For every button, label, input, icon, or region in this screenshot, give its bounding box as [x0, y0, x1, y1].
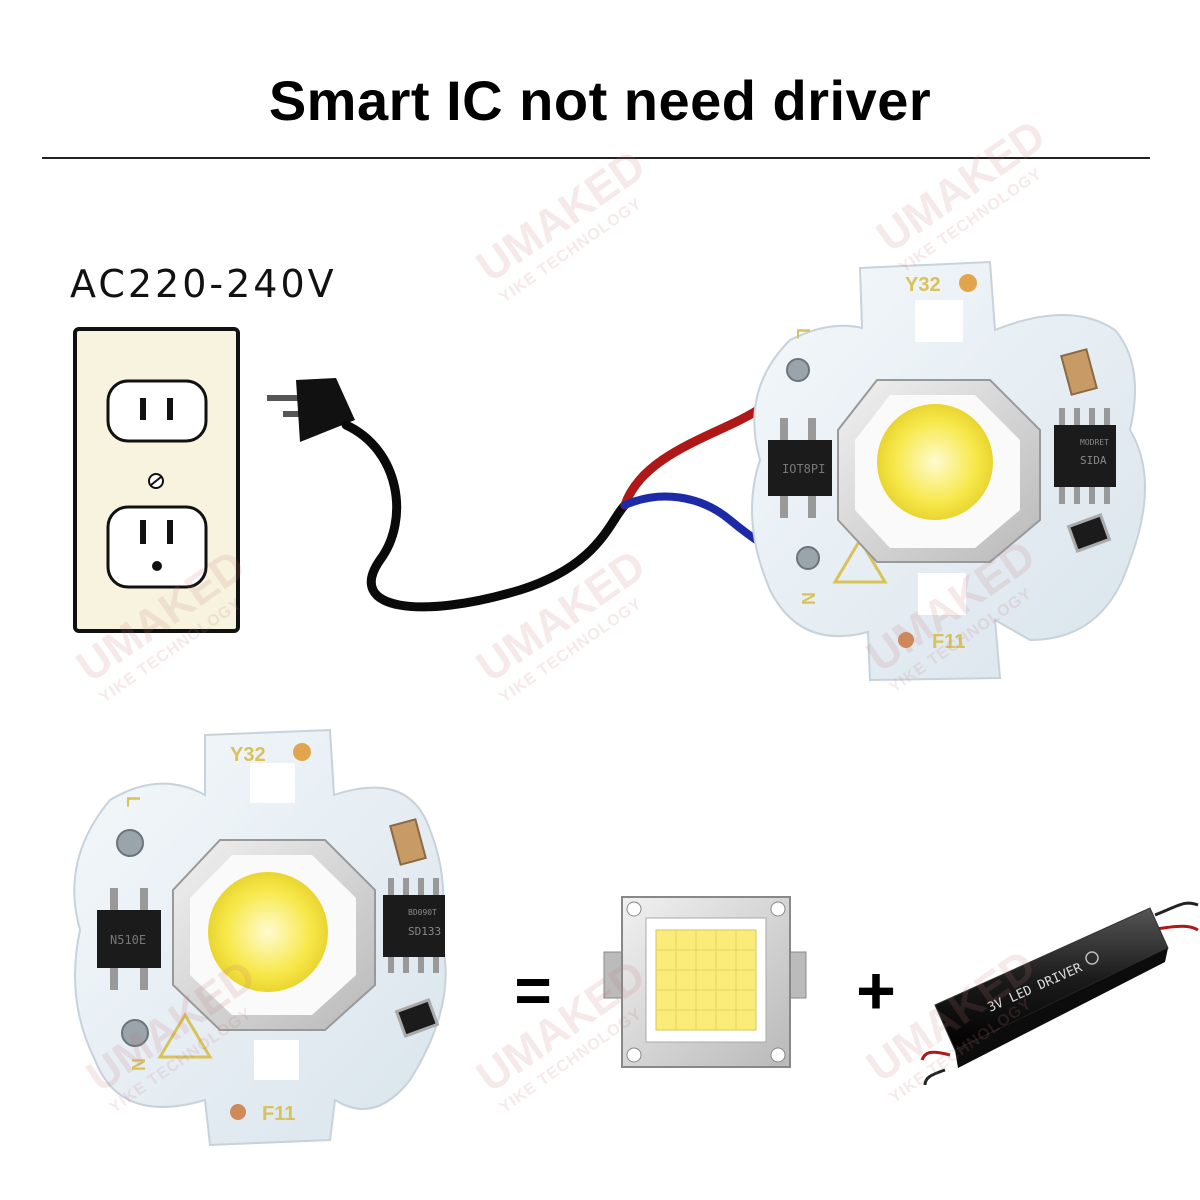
board-bottom-resistor: [394, 998, 440, 1038]
board-top-chip-left: IOT8PI: [768, 418, 832, 518]
board-top-cob-led: [877, 404, 993, 520]
board-top-capacitor: [1060, 348, 1098, 396]
board-bottom-solder-n-icon: [121, 1019, 149, 1047]
board-top-terminal-l: L: [793, 328, 813, 339]
board-top-chip-right-sub: MODRET: [1080, 438, 1109, 447]
board-top-terminal-n: N: [798, 592, 818, 605]
board-bottom-terminal-n: N: [128, 1058, 148, 1071]
equals-sign: =: [514, 954, 551, 1026]
outlet-screw-icon: [148, 473, 164, 489]
board-top-chip-left-marking: IOT8PI: [782, 462, 825, 476]
outlet-socket-bottom: [106, 505, 208, 589]
title-divider: [42, 157, 1150, 159]
wall-outlet: [73, 327, 240, 633]
plus-sign: +: [856, 953, 896, 1029]
board-bottom-pad-icon-2: [230, 1104, 246, 1120]
board-top-chip-right-marking: SIDA: [1080, 454, 1107, 467]
page-title: Smart IC not need driver: [268, 69, 932, 132]
board-bottom-f11-label: F11: [262, 1103, 295, 1125]
board-top-pad-icon-2: [898, 632, 914, 648]
board-top-chip-right: MODRET SIDA: [1054, 408, 1116, 504]
voltage-label: AC220-240V: [70, 262, 337, 306]
board-bottom-chip-right-marking: SD133: [408, 925, 441, 938]
led-module-board-top: Y32 F11 L N IOT8PI MODR: [751, 260, 1146, 682]
power-cable: [341, 420, 630, 612]
board-bottom-y32-label: Y32: [230, 744, 266, 766]
board-bottom-cob-led: [208, 872, 328, 992]
board-top-pad-icon: [959, 274, 977, 292]
power-plug-icon: [267, 378, 355, 442]
board-top-f11-label: F11: [932, 631, 965, 653]
board-top-resistor: [1066, 513, 1112, 553]
outlet-socket-top: [106, 379, 208, 443]
board-bottom-chip-left-marking: N510E: [110, 933, 146, 947]
board-bottom-solder-l-icon: [116, 829, 144, 857]
board-bottom-pad-icon: [293, 743, 311, 761]
board-top-solder-l-icon: [786, 358, 810, 382]
board-bottom-warning-icon: [157, 1012, 213, 1059]
board-bottom-chip-left: N510E: [97, 888, 161, 990]
board-top-solder-n-icon: [796, 546, 820, 570]
board-bottom-chip-right: BD090T SD133: [383, 878, 445, 973]
traditional-cob-led-chip: [603, 896, 807, 1068]
led-module-board-bottom: Y32 F11 L N N510E BD090: [73, 728, 447, 1147]
board-bottom-chip-right-sub: BD090T: [408, 908, 437, 917]
board-top-warning-icon: [832, 537, 888, 584]
board-top-y32-label: Y32: [905, 274, 941, 296]
led-driver-box: 3V LED DRIVER: [920, 901, 1199, 1086]
board-bottom-terminal-l: L: [123, 796, 143, 807]
board-bottom-capacitor: [389, 818, 427, 866]
